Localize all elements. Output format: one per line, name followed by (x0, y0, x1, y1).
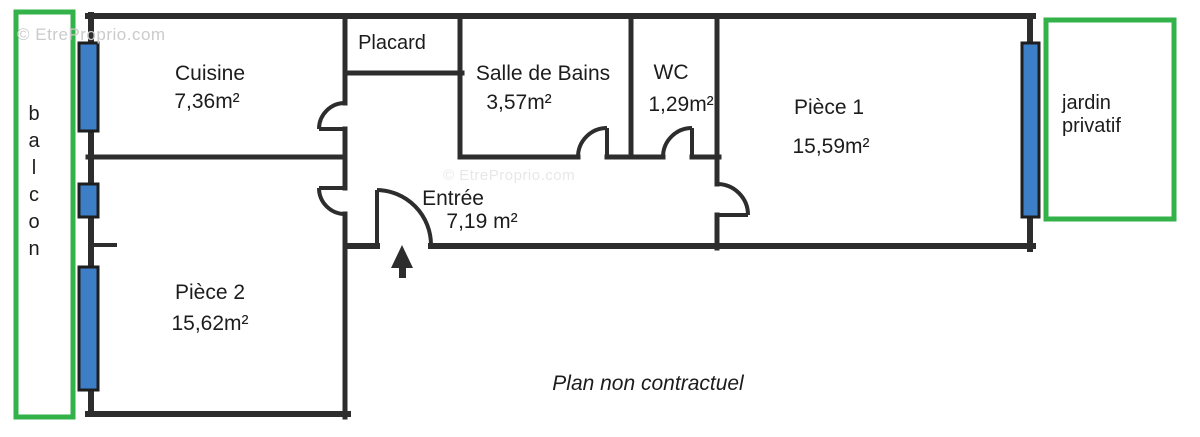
room-label-piece2: Pièce 2 (174, 281, 246, 304)
window-cuisine (77, 41, 100, 133)
window-left-small (77, 182, 100, 219)
room-label-wc: WC (653, 61, 689, 84)
room-label-bath: Salle de Bains (475, 62, 611, 85)
area-label-entree: 7,19 m² (446, 210, 518, 233)
door-arc-bath (576, 126, 608, 158)
room-label-piece1: Pièce 1 (793, 96, 865, 119)
interior-walls (85, 13, 722, 420)
window-piece2 (77, 265, 100, 392)
room-label-entree: Entrée (422, 187, 484, 210)
area-label-bath: 3,57m² (486, 91, 552, 114)
window-piece1 (1020, 41, 1041, 219)
balcony-outline (13, 9, 76, 420)
door-arc-wc (661, 126, 693, 158)
door-arc-entrance (376, 188, 433, 246)
door-arc-piece1 (716, 182, 750, 216)
door-arc-piece2 (317, 187, 346, 216)
room-label-cuisine: Cuisine (174, 62, 246, 85)
balcony-label: balcon (23, 103, 45, 265)
watermark: © EtreProprio.com (17, 25, 166, 44)
entrance-arrow-icon (391, 245, 413, 278)
garden-outline (1043, 17, 1177, 222)
plan-disclaimer: Plan non contractuel (552, 372, 744, 395)
area-label-wc: 1,29m² (648, 93, 714, 116)
area-label-piece1: 15,59m² (792, 135, 870, 158)
doors (317, 101, 750, 246)
watermark-faint: © EtreProprio.com (443, 167, 576, 184)
garden-label: jardin privatif (1062, 92, 1121, 137)
windows (77, 41, 1041, 392)
room-label-placard: Placard (358, 32, 426, 54)
area-label-cuisine: 7,36m² (174, 90, 240, 113)
area-label-piece2: 15,62m² (171, 312, 249, 335)
door-arc-cuisine (317, 101, 346, 130)
entrance-arrow-head (391, 245, 413, 268)
entrance-arrow-stem (399, 268, 406, 278)
